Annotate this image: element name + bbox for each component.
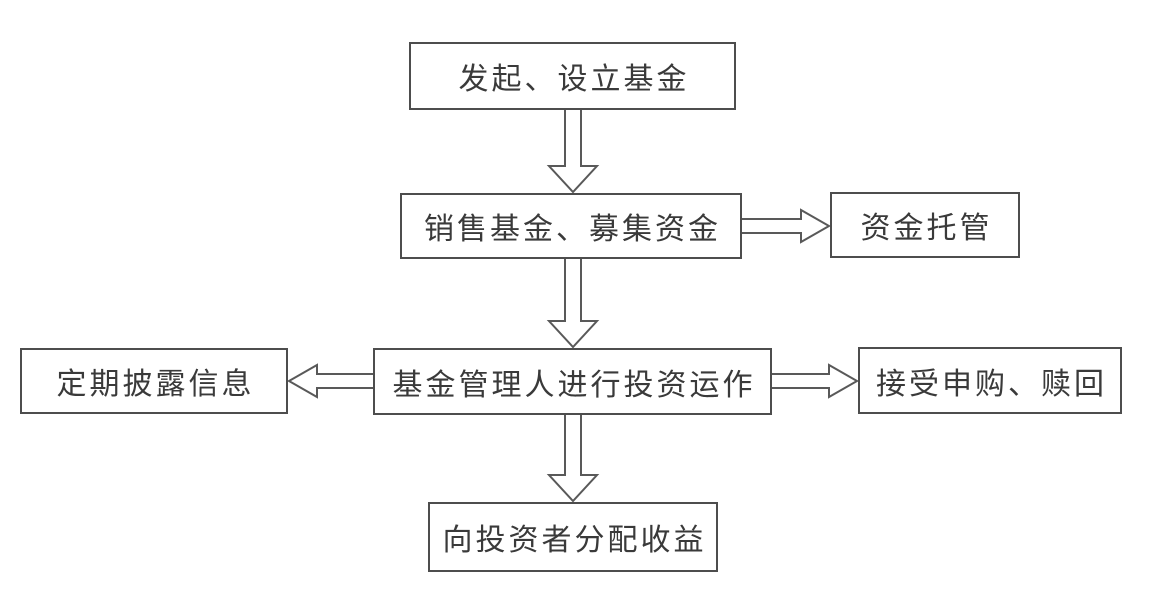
node-manager-investment-operation: 基金管理人进行投资运作 [373, 348, 772, 415]
arrow-sell-to-custody-icon [742, 208, 832, 244]
node-disclose-information-label: 定期披露信息 [56, 368, 255, 401]
arrow-manage-to-disclose-icon [286, 363, 373, 399]
node-disclose-information: 定期披露信息 [20, 348, 288, 414]
node-manager-investment-operation-label: 基金管理人进行投资运作 [392, 368, 756, 402]
arrow-manage-to-distribute-icon [546, 415, 600, 503]
arrow-manage-to-redeem-icon [772, 363, 860, 399]
node-accept-subscription-redemption-label: 接受申购、赎回 [876, 367, 1107, 401]
node-sell-raise-funds: 销售基金、募集资金 [400, 193, 742, 259]
node-fund-custody: 资金托管 [830, 192, 1020, 258]
node-initiate-fund: 发起、设立基金 [409, 42, 736, 110]
node-distribute-income-label: 向投资者分配收益 [442, 524, 707, 557]
node-sell-raise-funds-label: 销售基金、募集资金 [424, 213, 721, 246]
node-initiate-fund-label: 发起、设立基金 [458, 63, 690, 96]
arrow-sell-to-manage-icon [546, 259, 600, 349]
arrow-initiate-to-sell-icon [546, 110, 600, 194]
node-accept-subscription-redemption: 接受申购、赎回 [858, 347, 1122, 414]
node-fund-custody-label: 资金托管 [860, 212, 993, 245]
node-distribute-income: 向投资者分配收益 [428, 502, 718, 572]
